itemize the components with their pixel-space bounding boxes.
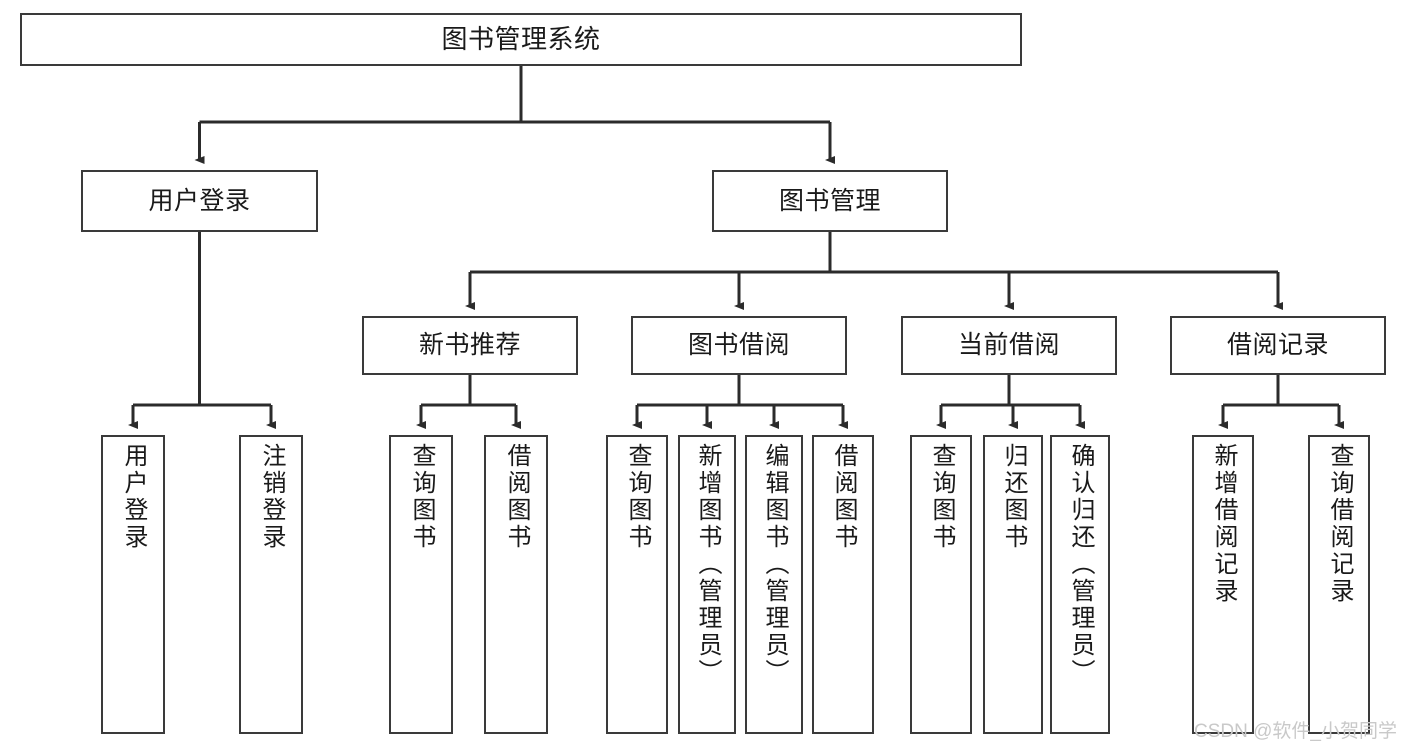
node-label: 图书借阅 <box>687 331 790 360</box>
node-label: 编辑图书（管理员） <box>761 443 788 686</box>
node-leaf-borrow-book-recommend[interactable]: 借阅图书 <box>484 435 548 734</box>
node-label: 当前借阅 <box>957 331 1060 360</box>
node-label: 查询借阅记录 <box>1326 443 1353 605</box>
node-label: 图书管理 <box>778 186 881 215</box>
node-label: 借阅图书 <box>830 443 857 551</box>
node-borrow-record[interactable]: 借阅记录 <box>1170 316 1386 375</box>
node-leaf-edit-book-admin[interactable]: 编辑图书（管理员） <box>745 435 803 734</box>
node-book-management[interactable]: 图书管理 <box>712 170 948 232</box>
node-label: 注销登录 <box>258 443 285 551</box>
node-leaf-query-book-borrow[interactable]: 查询图书 <box>606 435 668 734</box>
node-label: 借阅记录 <box>1226 331 1329 360</box>
node-label: 确认归还（管理员） <box>1067 443 1094 686</box>
node-leaf-borrow-book[interactable]: 借阅图书 <box>812 435 874 734</box>
node-label: 新增图书（管理员） <box>694 443 721 686</box>
node-leaf-confirm-return-admin[interactable]: 确认归还（管理员） <box>1050 435 1110 734</box>
node-label: 用户登录 <box>148 186 251 215</box>
node-book-borrow[interactable]: 图书借阅 <box>631 316 847 375</box>
node-leaf-query-borrow-record[interactable]: 查询借阅记录 <box>1308 435 1370 734</box>
node-label: 查询图书 <box>928 443 955 551</box>
node-label: 查询图书 <box>408 443 435 551</box>
node-label: 用户登录 <box>120 443 147 551</box>
node-leaf-logout[interactable]: 注销登录 <box>239 435 303 734</box>
node-current-borrow[interactable]: 当前借阅 <box>901 316 1117 375</box>
node-leaf-add-book-admin[interactable]: 新增图书（管理员） <box>678 435 736 734</box>
node-leaf-add-borrow-record[interactable]: 新增借阅记录 <box>1192 435 1254 734</box>
node-user-login[interactable]: 用户登录 <box>81 170 318 232</box>
node-label: 查询图书 <box>624 443 651 551</box>
node-leaf-return-book[interactable]: 归还图书 <box>983 435 1043 734</box>
csdn-watermark: CSDN @软件_小贺同学 <box>1194 721 1397 742</box>
node-label: 图书管理系统 <box>441 23 601 54</box>
node-leaf-query-book-recommend[interactable]: 查询图书 <box>389 435 453 734</box>
node-label: 归还图书 <box>1000 443 1027 551</box>
node-label: 借阅图书 <box>503 443 530 551</box>
node-label: 新书推荐 <box>418 331 521 360</box>
node-new-book-recommend[interactable]: 新书推荐 <box>362 316 578 375</box>
node-label: 新增借阅记录 <box>1210 443 1237 605</box>
node-leaf-query-book-current[interactable]: 查询图书 <box>910 435 972 734</box>
node-root[interactable]: 图书管理系统 <box>20 13 1022 66</box>
node-leaf-user-login[interactable]: 用户登录 <box>101 435 165 734</box>
